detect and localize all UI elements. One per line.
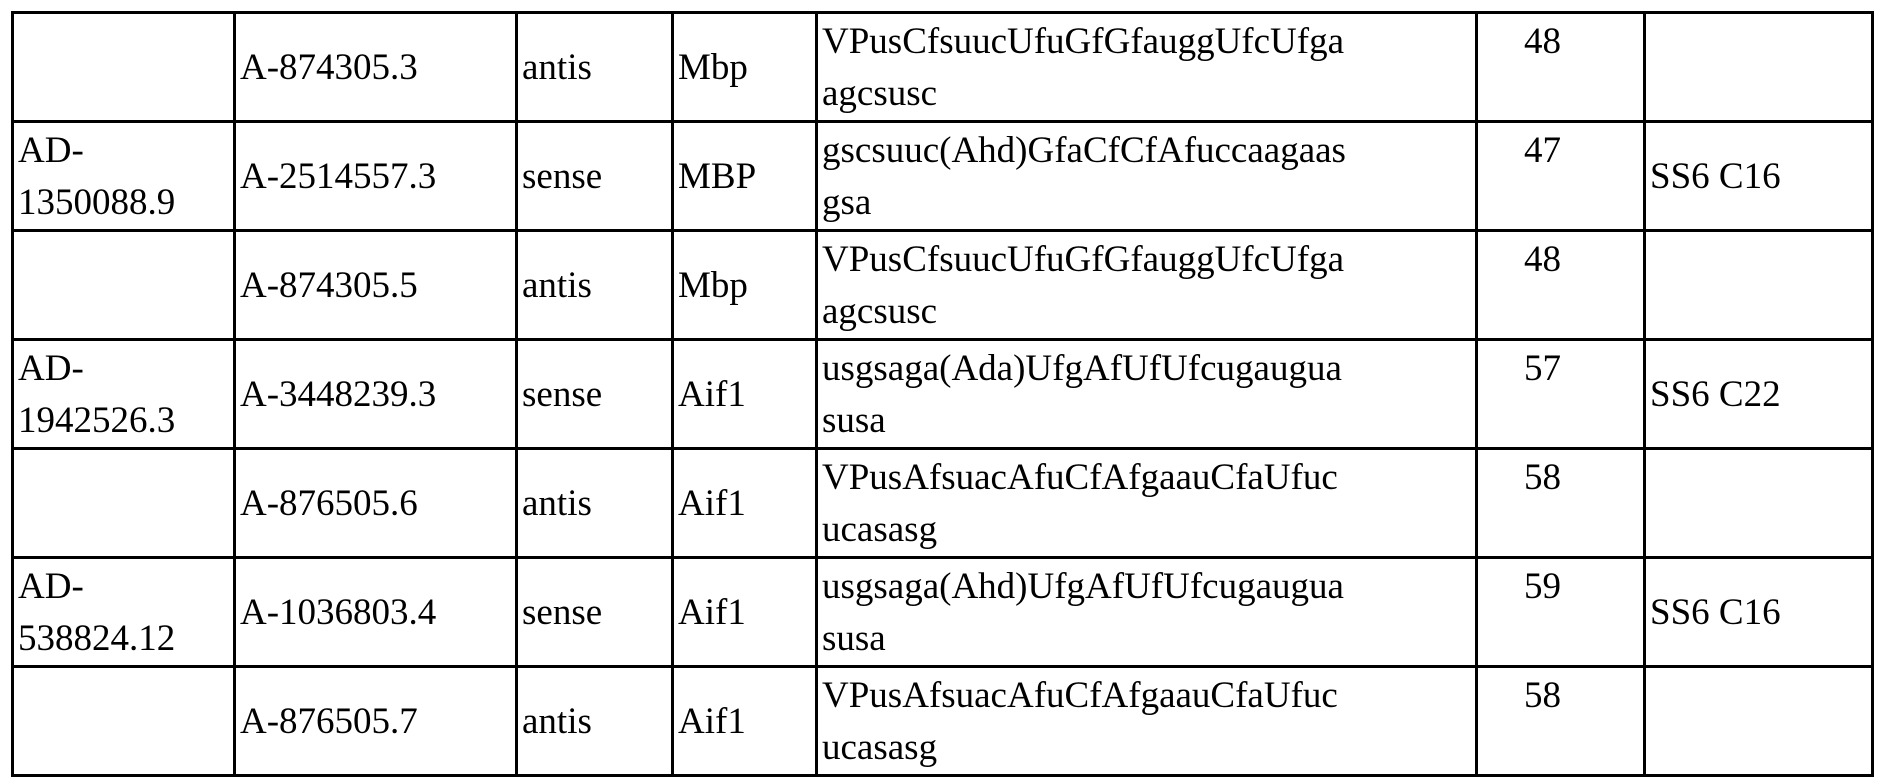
seq-id-number-cell: 59 — [1475, 556, 1646, 668]
target-gene-cell: Mbp — [671, 11, 818, 123]
seq-id-number-cell: 48 — [1475, 11, 1646, 123]
seq-id-number-cell: 48 — [1475, 229, 1646, 341]
duplex-id-number: 1942526.3 — [18, 400, 176, 441]
sequence-line-1: VPusAfsuacAfuCfAfgaauCfaUfuc — [822, 457, 1338, 498]
note-cell — [1643, 447, 1874, 559]
strand-type-cell: antis — [515, 229, 674, 341]
sequence-line-2: gsa — [822, 182, 872, 223]
duplex-cell — [11, 11, 236, 123]
seq-id-number-cell: 47 — [1475, 120, 1646, 232]
sequence-line-2: ucasasg — [822, 727, 938, 768]
sequence-line-1: VPusCfsuucUfuGfGfauggUfcUfga — [822, 239, 1344, 280]
sequence-line-1: usgsaga(Ada)UfgAfUfUfcugaugua — [822, 348, 1342, 389]
duplex-id-number: 538824.12 — [18, 618, 176, 659]
note-cell — [1643, 229, 1874, 341]
strand-id-cell: A-3448239.3 — [233, 338, 518, 450]
strand-id-cell: A-874305.5 — [233, 229, 518, 341]
strand-id-cell: A-876505.6 — [233, 447, 518, 559]
seq-id-number-cell: 58 — [1475, 665, 1646, 777]
duplex-id-prefix: AD- — [18, 130, 84, 171]
note-cell — [1643, 665, 1874, 777]
sequence-cell: gscsuuc(Ahd)GfaCfCfAfuccaagaas gsa — [815, 120, 1478, 232]
duplex-cell: AD- 1942526.3 — [11, 338, 236, 450]
sequence-cell: usgsaga(Ada)UfgAfUfUfcugaugua susa — [815, 338, 1478, 450]
strand-id-cell: A-874305.3 — [233, 11, 518, 123]
target-gene-cell: Aif1 — [671, 447, 818, 559]
duplex-cell: AD- 538824.12 — [11, 556, 236, 668]
duplex-id-prefix: AD- — [18, 566, 84, 607]
strand-id-cell: A-876505.7 — [233, 665, 518, 777]
sequence-line-1: usgsaga(Ahd)UfgAfUfUfcugaugua — [822, 566, 1344, 607]
duplex-id-number: 1350088.9 — [18, 182, 176, 223]
sequence-cell: VPusCfsuucUfuGfGfauggUfcUfga agcsusc — [815, 11, 1478, 123]
strand-id-cell: A-2514557.3 — [233, 120, 518, 232]
target-gene-cell: Mbp — [671, 229, 818, 341]
note-cell: SS6 C16 — [1643, 556, 1874, 668]
sequence-line-2: susa — [822, 400, 886, 441]
strand-type-cell: sense — [515, 556, 674, 668]
strand-type-cell: antis — [515, 11, 674, 123]
duplex-cell — [11, 447, 236, 559]
strand-type-cell: sense — [515, 120, 674, 232]
note-cell: SS6 C22 — [1643, 338, 1874, 450]
target-gene-cell: Aif1 — [671, 338, 818, 450]
duplex-cell: AD- 1350088.9 — [11, 120, 236, 232]
note-cell: SS6 C16 — [1643, 120, 1874, 232]
target-gene-cell: MBP — [671, 120, 818, 232]
sequence-line-2: agcsusc — [822, 73, 938, 114]
sequence-line-2: agcsusc — [822, 291, 938, 332]
strand-type-cell: sense — [515, 338, 674, 450]
strand-type-cell: antis — [515, 447, 674, 559]
sequence-cell: usgsaga(Ahd)UfgAfUfUfcugaugua susa — [815, 556, 1478, 668]
duplex-cell — [11, 665, 236, 777]
target-gene-cell: Aif1 — [671, 556, 818, 668]
sequence-line-2: susa — [822, 618, 886, 659]
note-cell — [1643, 11, 1874, 123]
strand-id-cell: A-1036803.4 — [233, 556, 518, 668]
duplex-cell — [11, 229, 236, 341]
sequence-line-2: ucasasg — [822, 509, 938, 550]
duplex-id-prefix: AD- — [18, 348, 84, 389]
target-gene-cell: Aif1 — [671, 665, 818, 777]
sequence-cell: VPusCfsuucUfuGfGfauggUfcUfga agcsusc — [815, 229, 1478, 341]
seq-id-number-cell: 58 — [1475, 447, 1646, 559]
sequence-line-1: VPusAfsuacAfuCfAfgaauCfaUfuc — [822, 675, 1338, 716]
sequence-line-1: VPusCfsuucUfuGfGfauggUfcUfga — [822, 21, 1344, 62]
sequence-cell: VPusAfsuacAfuCfAfgaauCfaUfuc ucasasg — [815, 447, 1478, 559]
sequence-cell: VPusAfsuacAfuCfAfgaauCfaUfuc ucasasg — [815, 665, 1478, 777]
strand-type-cell: antis — [515, 665, 674, 777]
sequence-line-1: gscsuuc(Ahd)GfaCfCfAfuccaagaas — [822, 130, 1346, 171]
seq-id-number-cell: 57 — [1475, 338, 1646, 450]
